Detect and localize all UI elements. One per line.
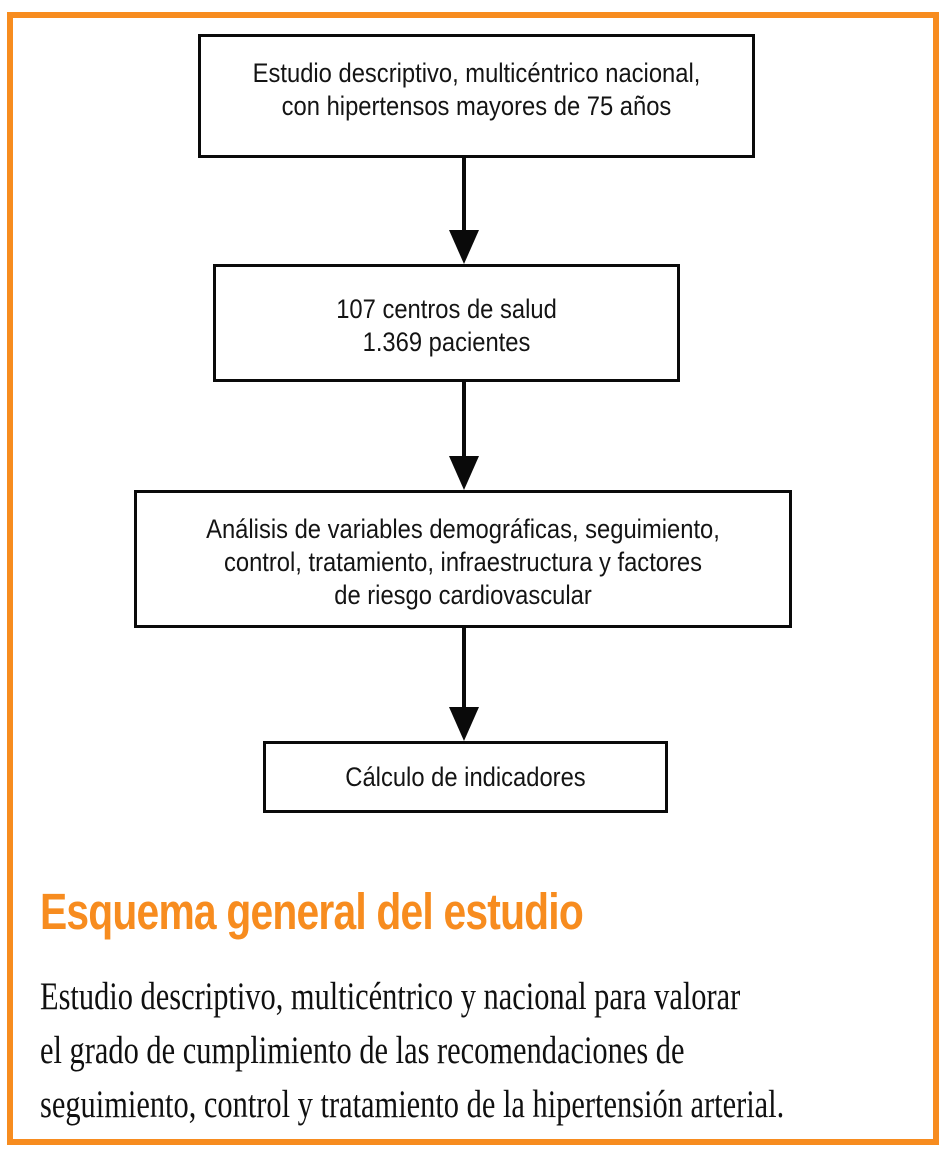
- figure-caption-body: Estudio descriptivo, multicéntrico y nac…: [40, 970, 784, 1132]
- flow-box-line: con hipertensos mayores de 75 años: [281, 91, 672, 121]
- flow-box-study-design: Estudio descriptivo, multicéntrico nacio…: [198, 34, 755, 158]
- flow-box-line: Cálculo de indicadores: [345, 762, 586, 792]
- flow-box-sample: 107 centros de salud 1.369 pacientes: [213, 264, 680, 382]
- flow-box-analysis: Análisis de variables demográficas, segu…: [134, 490, 792, 628]
- arrow-down-stem: [462, 382, 466, 458]
- flow-box-indicators: Cálculo de indicadores: [263, 741, 668, 813]
- flow-box-text: Análisis de variables demográficas, segu…: [176, 513, 750, 612]
- arrow-down-stem: [462, 628, 466, 709]
- flow-box-line: de riesgo cardiovascular: [334, 580, 592, 610]
- flow-box-line: 107 centros de salud: [336, 294, 557, 324]
- figure-caption-title: Esquema general del estudio: [40, 883, 584, 940]
- arrow-down-stem: [462, 158, 466, 232]
- flow-box-text: Estudio descriptivo, multicéntrico nacio…: [234, 57, 719, 123]
- arrow-down-head-icon: [449, 456, 479, 490]
- caption-body-line: seguimiento, control y tratamiento de la…: [40, 1083, 785, 1126]
- arrow-down-head-icon: [449, 230, 479, 264]
- flow-box-text: Cálculo de indicadores: [290, 761, 641, 794]
- caption-body-line: Estudio descriptivo, multicéntrico y nac…: [40, 975, 741, 1018]
- arrow-down-head-icon: [449, 707, 479, 741]
- flow-box-line: Análisis de variables demográficas, segu…: [206, 514, 720, 544]
- caption-body-line: el grado de cumplimiento de las recomend…: [40, 1029, 685, 1072]
- flow-box-line: control, tratamiento, infraestructura y …: [223, 547, 703, 577]
- flow-box-line: 1.369 pacientes: [362, 327, 531, 357]
- flow-box-line: Estudio descriptivo, multicéntrico nacio…: [252, 58, 701, 88]
- flow-box-text: 107 centros de salud 1.369 pacientes: [244, 293, 650, 359]
